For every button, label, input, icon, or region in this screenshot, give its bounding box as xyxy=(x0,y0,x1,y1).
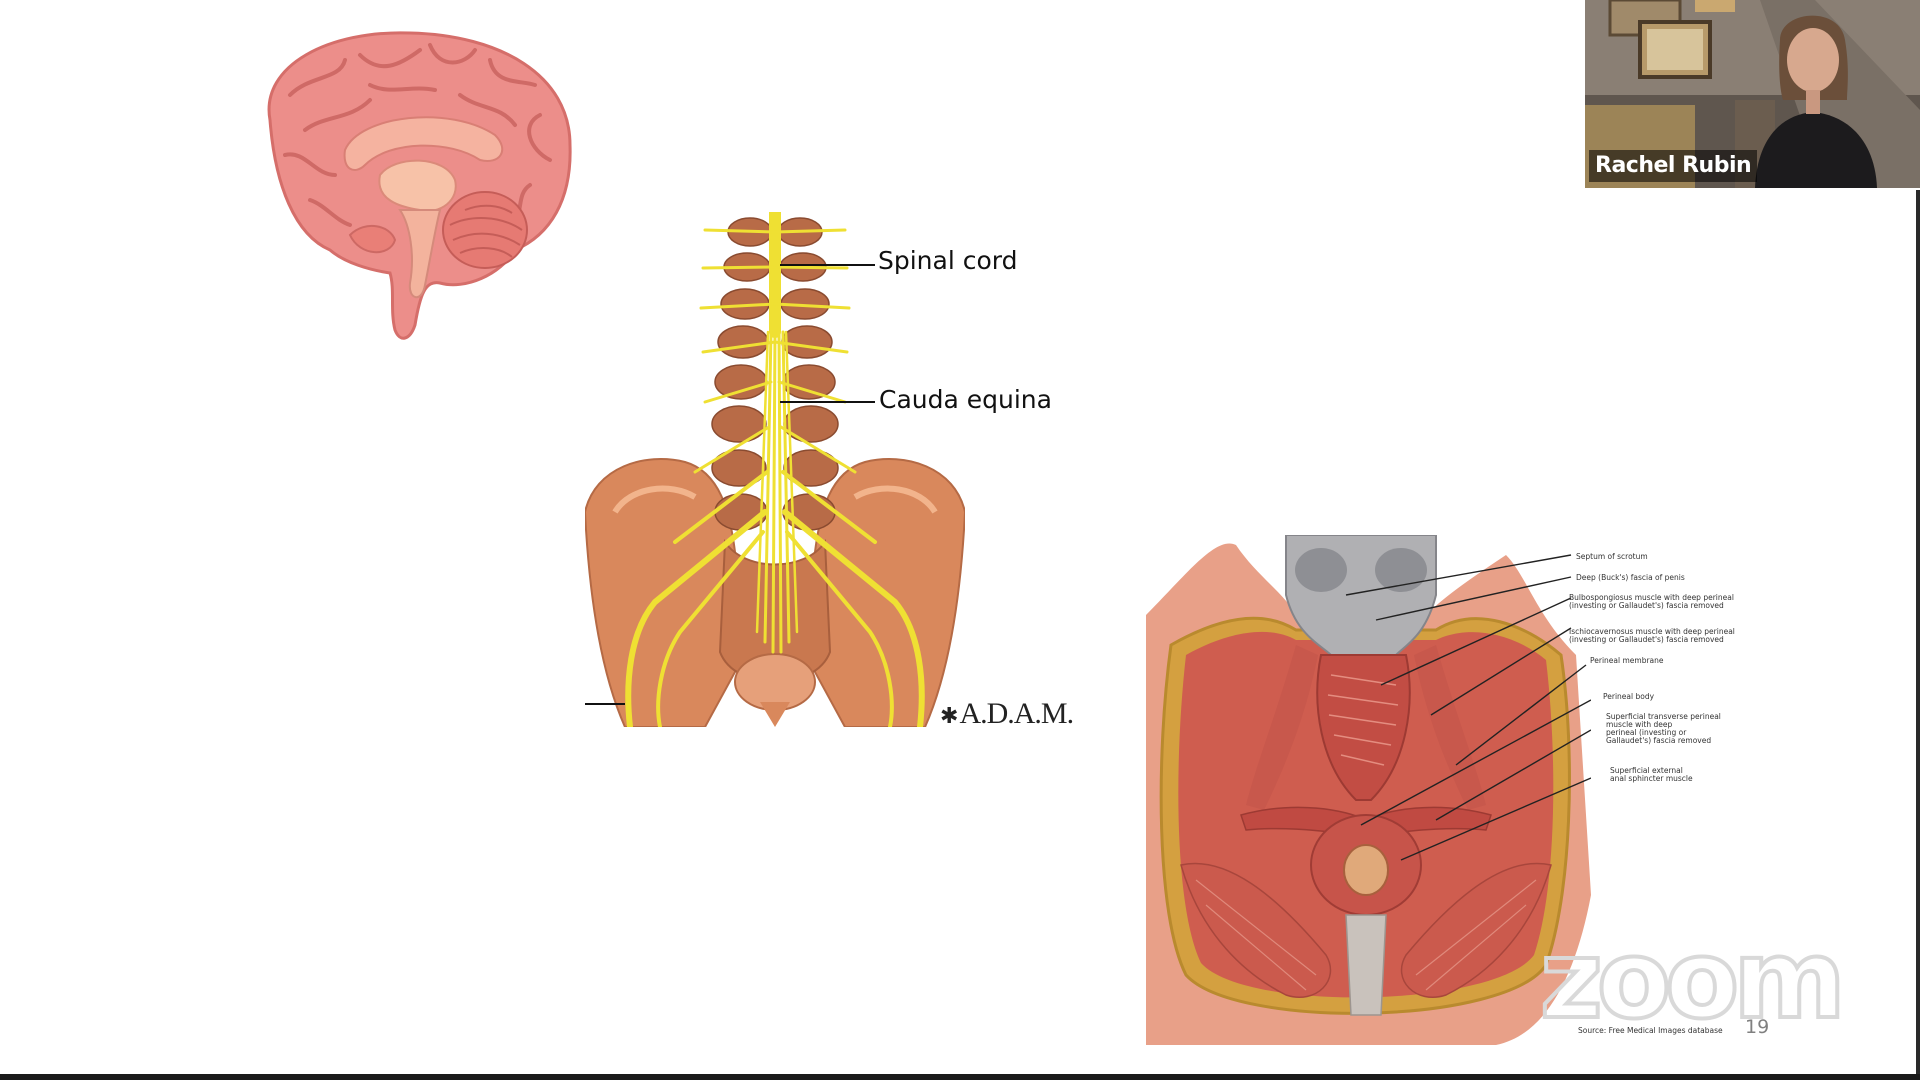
spine-illustration xyxy=(585,212,965,727)
adam-logo-text: A.D.A.M. xyxy=(959,697,1074,730)
spinal-cord-label: Spinal cord xyxy=(878,246,1018,275)
zoom-watermark-logo: zoom xyxy=(1540,935,1848,1035)
adam-logo: ✱A.D.A.M. xyxy=(940,697,1074,731)
label-bulbospongiosus-line1: Bulbospongiosus muscle with deep perinea… xyxy=(1569,593,1734,602)
label-perineal-body: Perineal body xyxy=(1603,692,1655,701)
zoom-watermark-text: zoom xyxy=(1540,935,1840,1035)
participant-name-label: Rachel Rubin xyxy=(1589,150,1758,182)
label-external-anal-sphincter-line1: Superficial external xyxy=(1610,766,1683,775)
window-right-edge xyxy=(1916,190,1920,1074)
label-superficial-transverse-line2: muscle with deep xyxy=(1606,720,1673,729)
window-bottom-edge xyxy=(0,1074,1920,1080)
label-superficial-transverse-line3: perineal (investing or xyxy=(1606,728,1687,737)
label-ischiocavernosus-line2: (investing or Gallaudet's) fascia remove… xyxy=(1569,635,1724,644)
label-deep-fascia-of-penis: Deep (Buck's) fascia of penis xyxy=(1576,573,1685,582)
perineum-illustration xyxy=(1146,535,1591,1045)
label-external-anal-sphincter-line2: anal sphincter muscle xyxy=(1610,774,1693,783)
brain-illustration xyxy=(267,31,572,340)
label-superficial-transverse-line1: Superficial transverse perineal xyxy=(1606,712,1721,721)
label-bulbospongiosus-line2: (investing or Gallaudet's) fascia remove… xyxy=(1569,601,1724,610)
source-note: Source: Free Medical Images database xyxy=(1578,1026,1723,1035)
label-perineal-membrane: Perineal membrane xyxy=(1590,656,1664,665)
adam-figure-icon: ✱ xyxy=(940,703,958,728)
label-septum-of-scrotum: Septum of scrotum xyxy=(1576,552,1648,561)
cauda-equina-label: Cauda equina xyxy=(879,385,1052,414)
slide-page-number: 19 xyxy=(1745,1016,1770,1038)
label-superficial-transverse-line4: Gallaudet's) fascia removed xyxy=(1606,736,1712,745)
participant-video-tile[interactable]: Rachel Rubin xyxy=(1585,0,1920,188)
label-ischiocavernosus-line1: Ischiocavernosus muscle with deep perine… xyxy=(1569,627,1735,636)
